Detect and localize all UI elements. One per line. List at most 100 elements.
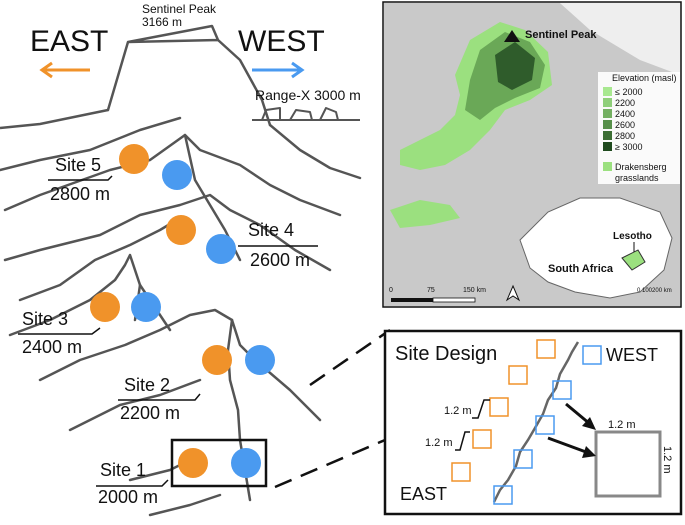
legend-label: 2400 [615,109,635,119]
east-plot-marker [90,292,120,322]
magnified-plot [594,430,662,498]
arrow-head-1 [582,417,596,430]
east-plot [489,397,509,417]
ridge-divider [492,341,580,503]
site-name: Site 3 [22,309,68,329]
map-scale-bar-hollow [432,297,476,303]
east-plot-marker [202,345,232,375]
site-5: Site 5 2800 m [48,144,192,204]
site-design-frame [383,329,683,516]
west-plot-marker [245,345,275,375]
dim-label-2: 1.2 m [425,437,453,449]
legend-grassland-label-2: grasslands [615,173,659,183]
legend-swatch [603,87,612,96]
east-plot [451,462,471,482]
legend-label: 2200 [615,98,635,108]
site-2: Site 2 2200 m [118,345,275,423]
dim-label-1: 1.2 m [444,405,472,417]
west-plot [552,380,572,400]
inset-scale: 0 100200 km [637,288,672,294]
site-name: Site 4 [248,220,294,240]
range-x-outline [252,107,360,121]
arrow-head-2 [582,446,596,458]
east-label: EAST [30,25,108,58]
legend-swatch [603,120,612,129]
site-design-title: Site Design [395,343,497,365]
legend-swatch [603,98,612,107]
range-x-label: Range-X 3000 m [255,87,361,103]
east-plot [508,365,528,385]
elevation-high [495,42,535,90]
dim-bracket-2 [455,431,470,451]
east-plot-marker [119,144,149,174]
site-1: Site 1 2000 m [96,438,268,507]
map-peak-label: Sentinel Peak [525,29,597,41]
zoom-connector-line-upper [309,328,391,387]
scale-75: 75 [427,287,435,294]
peak-outline [106,24,272,127]
west-plot [535,415,555,435]
site-elevation: 2200 m [120,403,180,423]
east-plot [472,429,492,449]
peak-elevation: 3166 m [142,15,182,29]
west-plot [582,345,602,365]
site-1-highlight-box [170,438,268,488]
west-plot-marker [206,234,236,264]
site-name: Site 5 [55,155,101,175]
site-name: Site 1 [100,460,146,480]
east-plot-marker [166,215,196,245]
legend-grassland-label-1: Drakensberg [615,162,667,172]
inset-lesotho-label: Lesotho [613,231,652,242]
east-plots [451,339,556,482]
site-design-east: EAST [400,484,447,504]
arrow-to-plot-2 [547,436,587,454]
legend-swatch [603,142,612,151]
site-underline [96,479,169,487]
map-scale-bar-solid [391,298,433,302]
grassland-south [390,200,460,228]
peak-name: Sentinel Peak [142,2,217,16]
west-plot-marker [131,292,161,322]
west-arrow-icon [252,61,305,79]
west-plot [493,485,513,505]
west-plot-marker [231,448,261,478]
site-elevation: 2000 m [98,487,158,507]
arrow-to-plot-1 [565,402,591,426]
site-design-west: WEST [606,345,658,365]
legend-title: Elevation (masl) [612,73,677,83]
map-panel: Sentinel Peak Elevation (masl) ≤ 2000220… [382,1,682,308]
legend-grassland-swatch [603,162,612,171]
map-land [384,3,680,70]
peak-triangle-icon [504,30,520,42]
site-4: Site 4 2600 m [166,215,318,270]
inset-sa-label: South Africa [548,263,614,275]
legend-label: ≥ 3000 [615,142,642,152]
site-underline [118,393,201,401]
east-plot [536,339,556,359]
west-plot [513,449,533,469]
west-plots [493,345,602,505]
site-elevation: 2400 m [22,337,82,357]
scale-150: 150 km [463,287,486,294]
zoom-connector-line [274,438,386,489]
left-skyline [0,108,109,130]
legend-swatch [603,109,612,118]
site-elevation: 2600 m [250,250,310,270]
east-arrow-icon [39,61,90,79]
site-elevation: 2800 m [50,184,110,204]
site-3: Site 3 2400 m [18,292,161,357]
scale-0: 0 [389,287,393,294]
inset-lesotho [621,249,646,271]
site-name: Site 2 [124,375,170,395]
legend-label: ≤ 2000 [615,87,642,97]
dim-side-label: 1.2 m [661,446,673,474]
site-underline [48,175,113,181]
dim-bracket-1 [472,399,490,419]
east-plot-marker [178,448,208,478]
legend-label: 2600 [615,120,635,130]
north-arrow-icon [505,284,521,302]
site-design-panel: Site Design WEST EAST 1.2 m 1.2 m 1.2 m [383,329,683,516]
inset-country [519,197,673,299]
legend-label: 2800 [615,131,635,141]
dim-top-label: 1.2 m [608,419,636,431]
